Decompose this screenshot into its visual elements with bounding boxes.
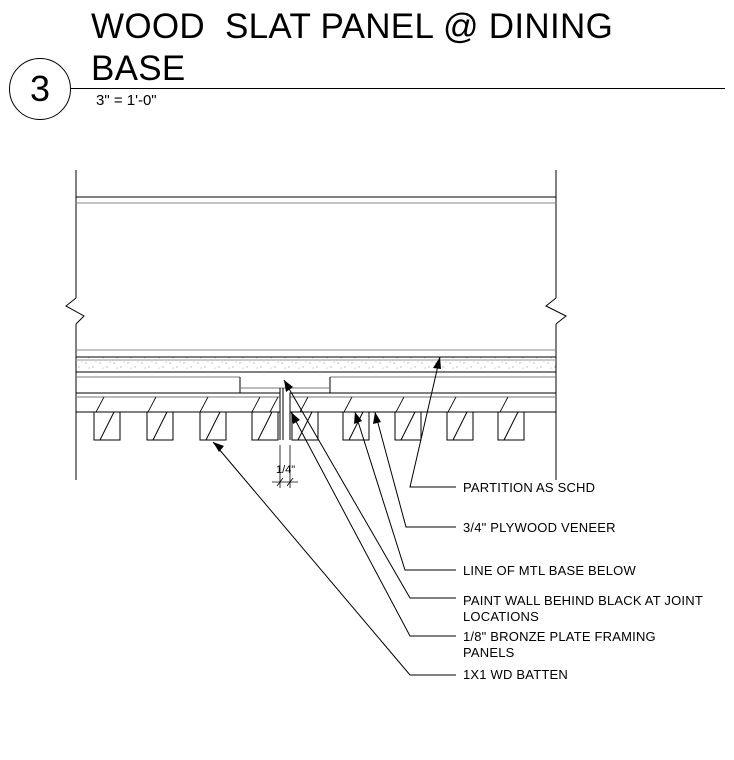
plywood-veneer-panels [75, 392, 557, 413]
leader-paint-wall [283, 379, 456, 599]
title-underline [71, 88, 725, 89]
note-partition: PARTITION AS SCHD [463, 480, 596, 495]
detail-title: WOOD SLAT PANEL @ DINING BASE [91, 7, 624, 88]
plywood-hatch [95, 396, 509, 413]
leader-metal-base [354, 411, 456, 571]
note-plywood-veneer: 3/4" PLYWOOD VENEER [463, 520, 616, 535]
dimension-quarter-inch [272, 445, 298, 488]
note-paint-wall: PAINT WALL BEHIND BLACK AT JOINT LOCATIO… [463, 593, 703, 624]
metal-base-line [76, 376, 556, 393]
wood-battens [93, 411, 525, 441]
leader-batten [212, 441, 456, 676]
leader-partition [409, 356, 456, 488]
note-wood-batten: 1X1 WD BATTEN [463, 667, 568, 682]
note-bronze-plate: 1/8" BRONZE PLATE FRAMING PANELS [463, 629, 656, 660]
leader-lines [212, 356, 456, 676]
leader-bronze-plate [290, 411, 456, 637]
dimension-label: 1/4" [276, 464, 296, 476]
detail-number-circle [9, 58, 71, 120]
partition-layer [75, 356, 557, 373]
wall-section [65, 170, 567, 480]
note-metal-base: LINE OF MTL BASE BELOW [463, 563, 636, 578]
leader-plywood [374, 411, 456, 528]
leader-arrowheads [213, 357, 441, 452]
detail-scale: 3" = 1'-0" [96, 92, 157, 109]
detail-number: 3 [29, 68, 51, 109]
bronze-plate-joint [279, 388, 291, 440]
